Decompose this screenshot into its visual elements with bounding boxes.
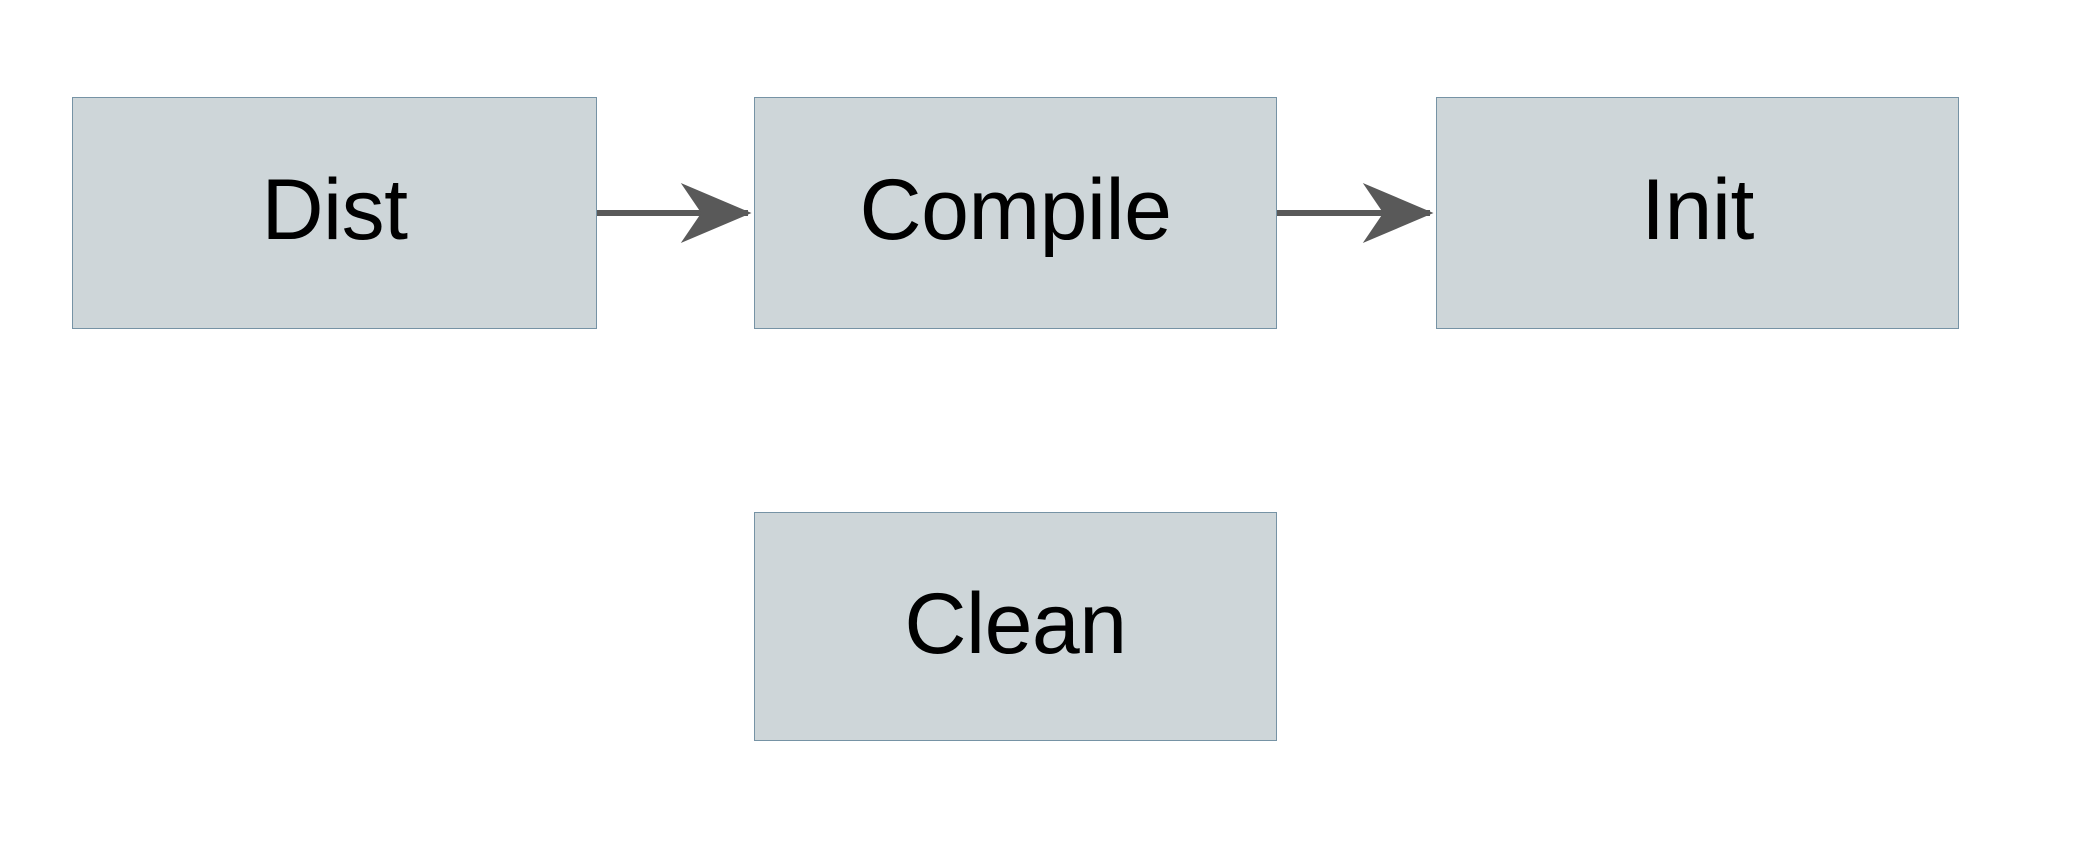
node-dist[interactable]: Dist <box>72 97 597 329</box>
node-clean-label: Clean <box>904 575 1127 672</box>
node-compile-label: Compile <box>859 162 1172 258</box>
node-compile[interactable]: Compile <box>754 97 1277 329</box>
node-init[interactable]: Init <box>1436 97 1959 329</box>
node-clean[interactable]: Clean <box>754 512 1277 741</box>
node-init-label: Init <box>1641 162 1754 258</box>
node-dist-label: Dist <box>261 162 408 258</box>
